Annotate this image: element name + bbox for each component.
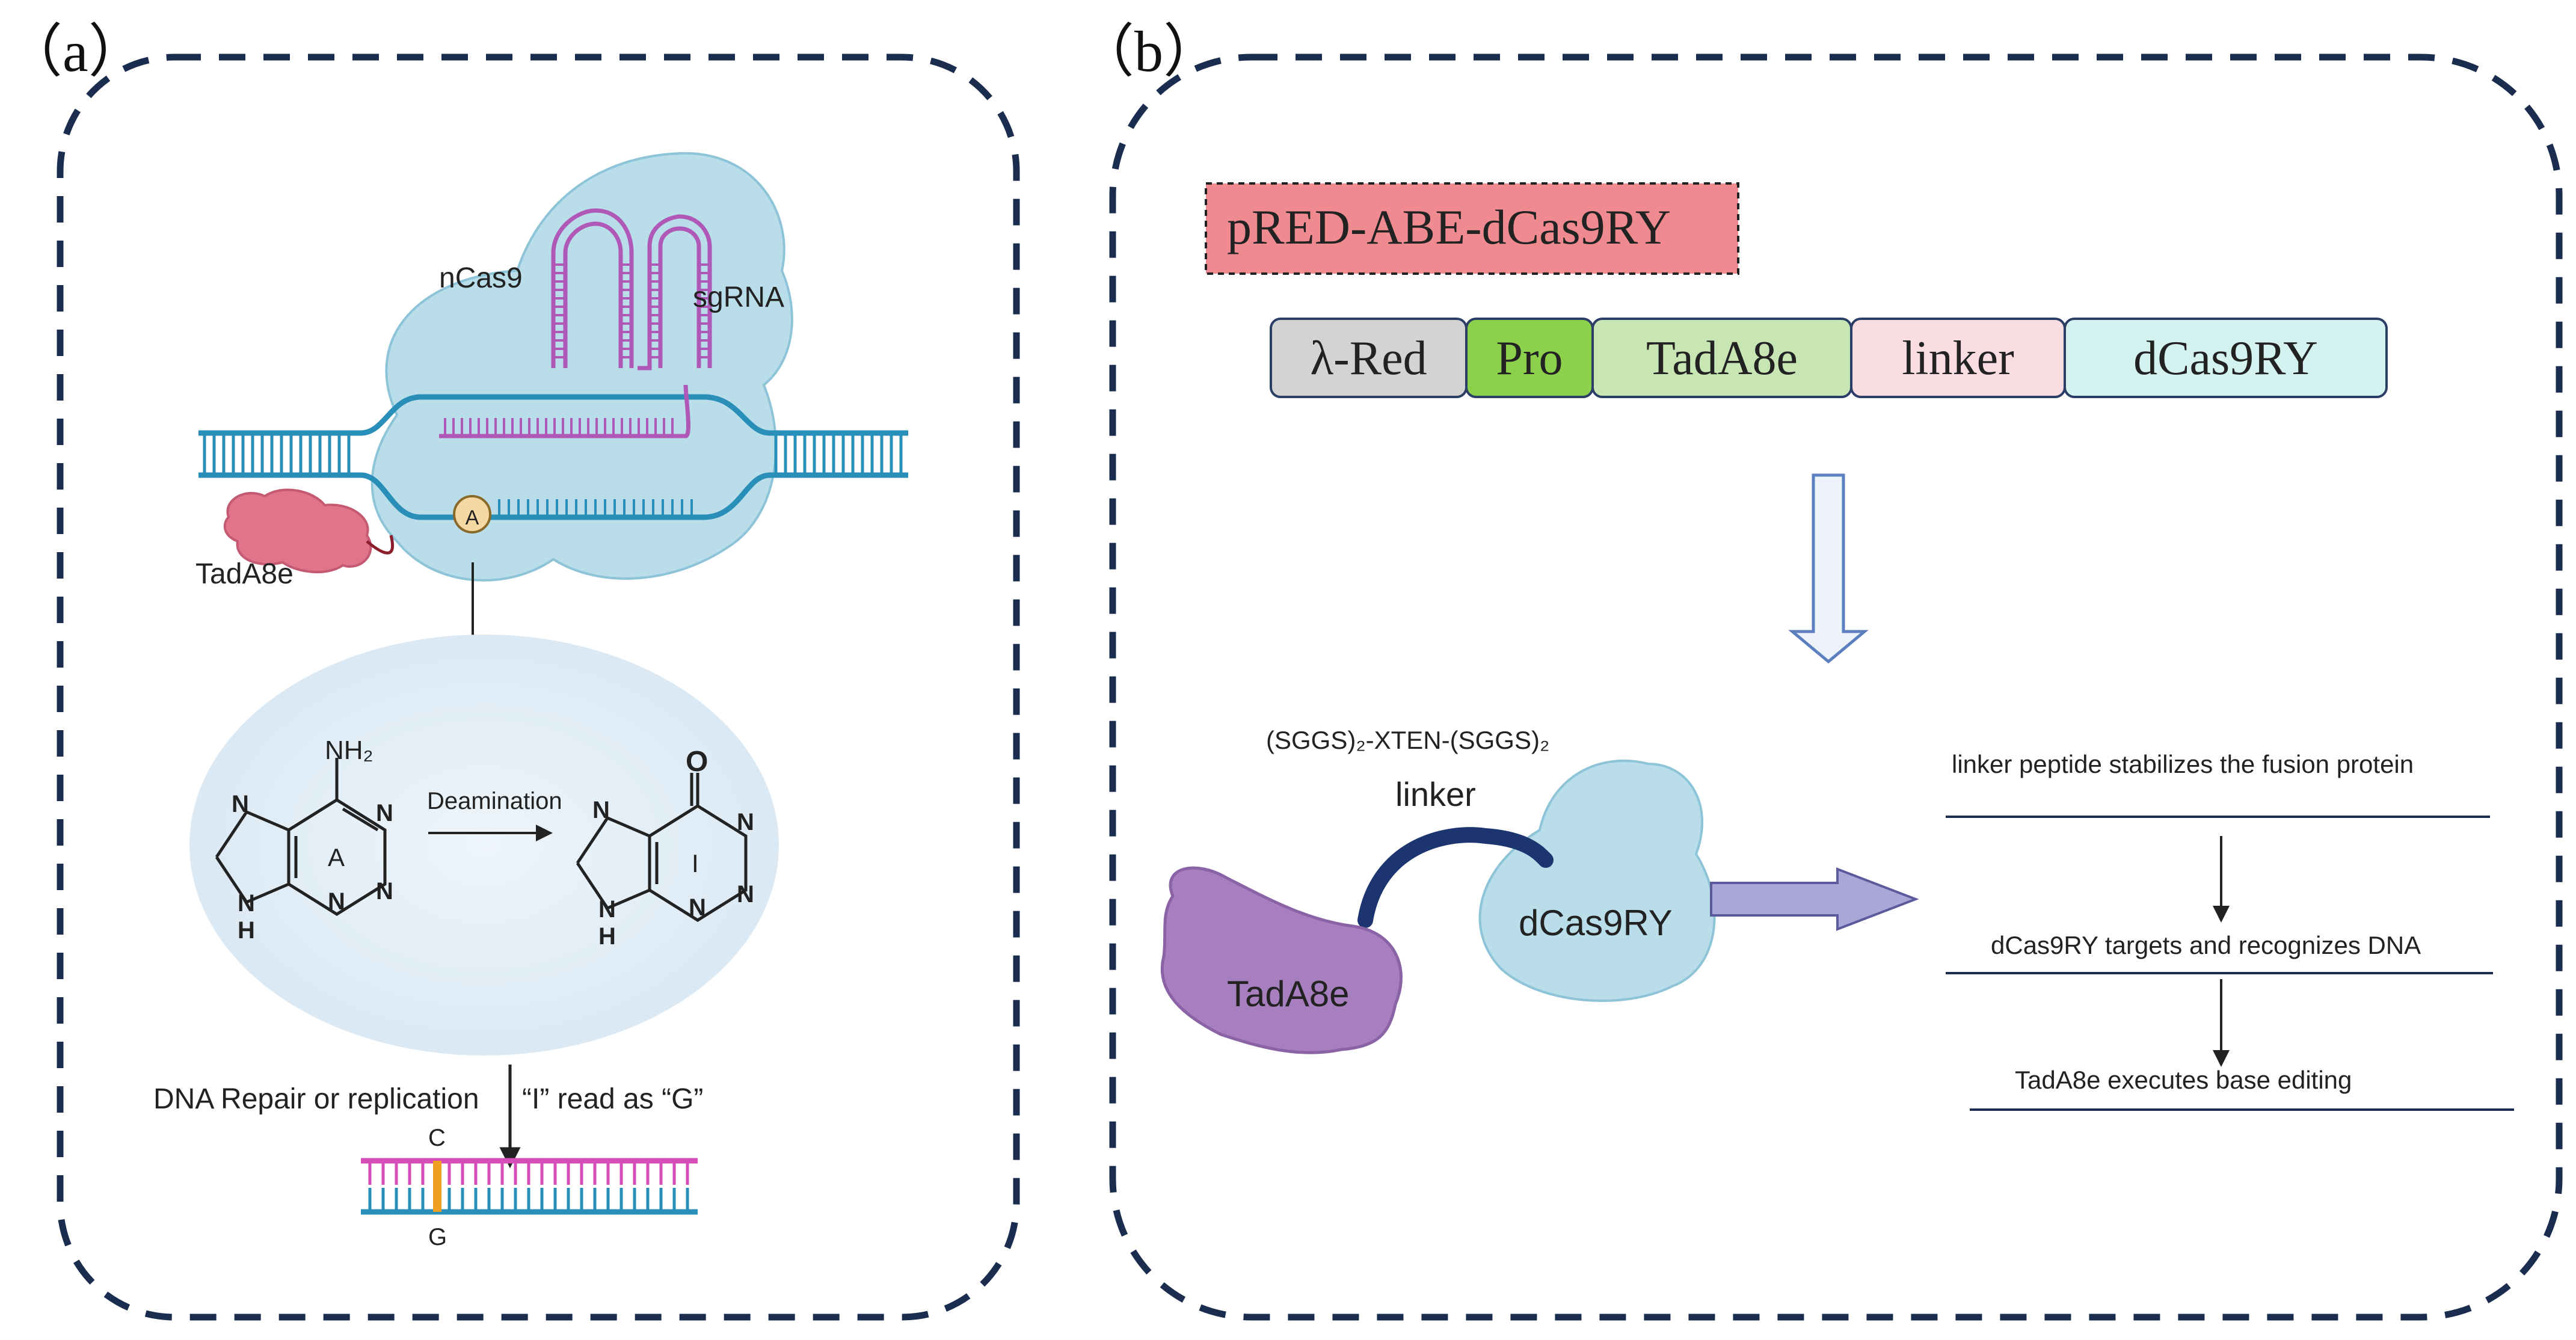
tada8e-tether xyxy=(366,535,395,555)
step-2-text: dCas9RY targets and recognizes DNA xyxy=(1991,931,2421,959)
dna-top-strand xyxy=(198,394,908,520)
mechanism-to-steps-arrow xyxy=(1710,867,1919,931)
segment-label-1: Pro xyxy=(1496,332,1563,385)
segment-box-4 xyxy=(2064,318,2388,398)
tada8e-purple-shape xyxy=(1160,866,1403,1054)
dcas9ry-protein-shape xyxy=(1478,759,1716,1002)
linker-sequence-label: (SGGS)₂-XTEN-(SGGS)₂ xyxy=(1266,726,1549,754)
inosine-n9: N xyxy=(598,896,616,923)
base-g-label: G xyxy=(428,1224,447,1250)
deamination-ellipse xyxy=(189,635,779,1056)
deamination-label: Deamination xyxy=(427,788,562,814)
sgrna-hairpins xyxy=(439,208,712,438)
inosine-structure xyxy=(576,773,748,922)
linker-arc xyxy=(1357,827,1554,928)
plasmid-construct: λ-Red Pro TadA8e linker dCas9RY xyxy=(1270,318,2388,398)
inosine-n3: N xyxy=(737,881,754,908)
adenine-h: H xyxy=(238,917,255,944)
sgrna-label: sgRNA xyxy=(693,281,784,313)
segment-label-2: TadA8e xyxy=(1646,332,1798,385)
adenine-nh2: NH₂ xyxy=(325,736,373,765)
dna-repair-label: DNA Repair or replication xyxy=(153,1083,479,1115)
panel-b-tada8e-label: TadA8e xyxy=(1227,974,1350,1014)
ncas9-label: nCas9 xyxy=(439,262,523,294)
panel-a-tada8e-label: TadA8e xyxy=(195,558,294,590)
adenine-n7: N xyxy=(232,791,249,817)
inosine-n-bottom: N xyxy=(689,894,706,921)
dcas9ry-label: dCas9RY xyxy=(1519,903,1673,943)
base-c-label: C xyxy=(428,1125,446,1151)
inosine-ring-letter: I xyxy=(692,849,699,877)
i-read-as-g-label: “I” read as “G” xyxy=(522,1083,703,1115)
panel-b-frame xyxy=(1109,54,2563,1321)
segment-label-3: linker xyxy=(1902,332,2014,385)
adenine-ring-letter: A xyxy=(328,843,345,871)
adenine-structure xyxy=(215,758,387,916)
segment-label-0: λ-Red xyxy=(1310,332,1427,385)
inosine-n7: N xyxy=(592,797,610,823)
adenine-n3: N xyxy=(376,878,393,905)
adenine-n9: N xyxy=(238,890,255,917)
step-3-text: TadA8e executes base editing xyxy=(2015,1066,2352,1094)
panel-a-label: （a） xyxy=(5,19,146,84)
plasmid-title: pRED-ABE-dCas9RY xyxy=(1227,200,1671,254)
construct-to-mechanism-arrow xyxy=(1788,473,1869,664)
segment-label-4: dCas9RY xyxy=(2133,332,2318,385)
target-adenine-circle xyxy=(453,495,491,533)
adenine-n1: N xyxy=(376,800,393,826)
plasmid-title-box xyxy=(1205,182,1739,275)
ncas9-protein-shape xyxy=(370,152,793,582)
target-adenine-label: A xyxy=(466,506,479,529)
linker-label: linker xyxy=(1395,775,1476,813)
step-1-text: linker peptide stabilizes the fusion pro… xyxy=(1952,750,2414,778)
panel-b-label: （b） xyxy=(1077,19,1221,84)
tada8e-enzyme-shape xyxy=(223,488,372,574)
adenine-n-bottom: N xyxy=(328,888,345,915)
panel-a-frame xyxy=(57,54,1020,1321)
inosine-oxygen: O xyxy=(686,746,708,778)
final-dna-duplex xyxy=(361,1158,698,1215)
inosine-h: H xyxy=(598,923,616,950)
inosine-n1: N xyxy=(737,809,754,835)
